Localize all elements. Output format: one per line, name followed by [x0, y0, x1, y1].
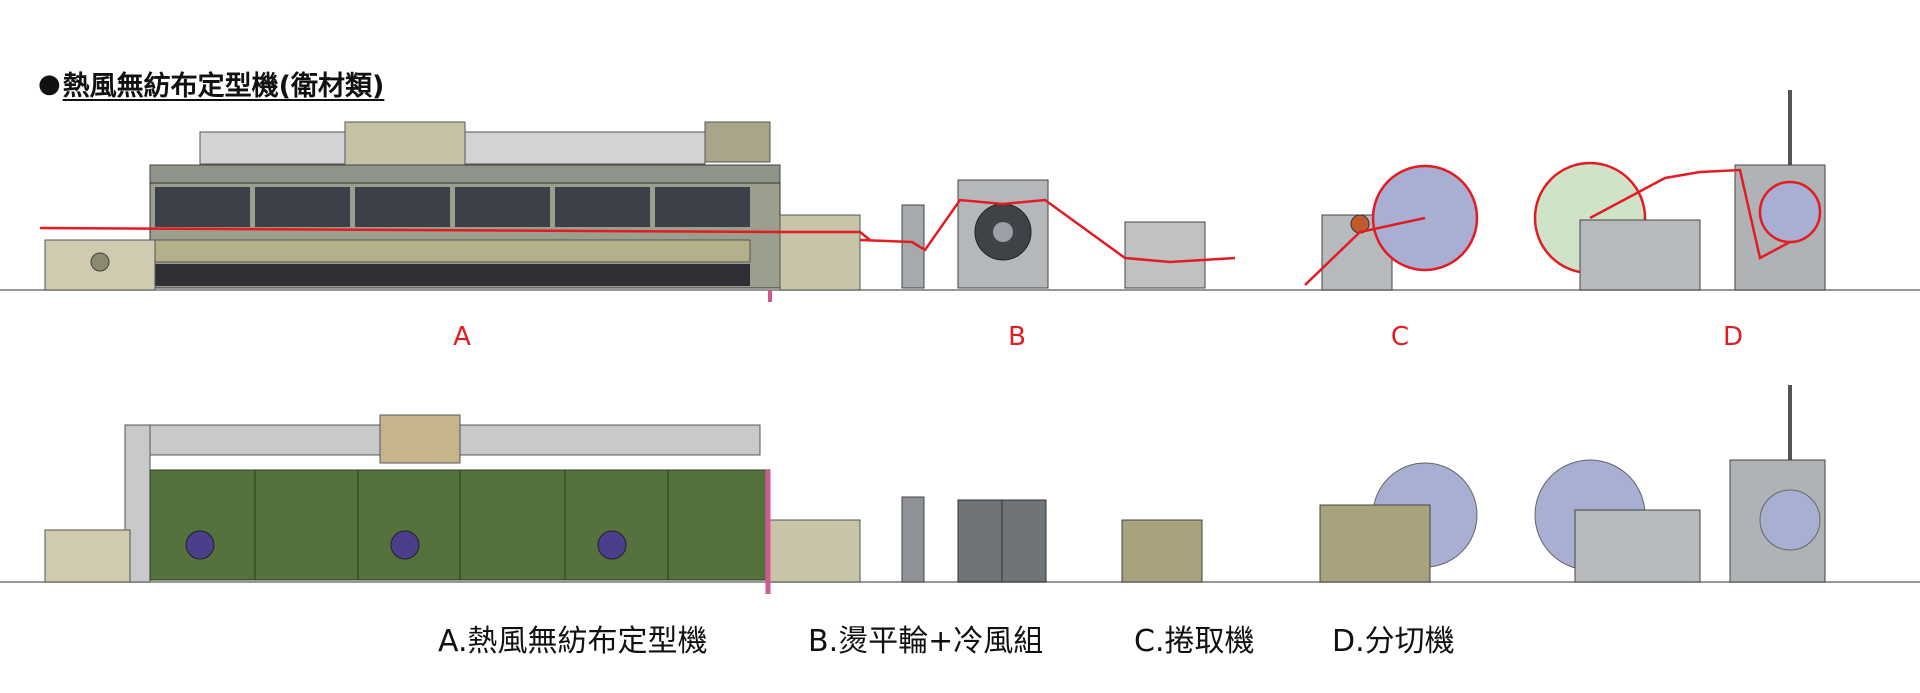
oven-port-1: [185, 530, 215, 560]
page-title: ● 熱風無紡布定型機(衛材類): [38, 64, 384, 103]
section-tag-b: B: [1008, 322, 1026, 352]
oven-port-3: [597, 530, 627, 560]
oven-port-2: [390, 530, 420, 560]
rewind-roll: [1758, 180, 1822, 244]
feed-frame-bottom: [44, 529, 131, 583]
machine-d-bottom: [1534, 385, 1826, 583]
duct-fan: [344, 121, 466, 171]
slitter-frame: [1579, 219, 1701, 291]
rewind-roll-bottom: [1759, 489, 1821, 551]
section-tag-a: A: [453, 322, 471, 352]
machine-c-bottom: [1319, 462, 1478, 583]
oven-window-4: [455, 187, 550, 227]
slitter-body: [1574, 509, 1701, 583]
section-tag-c: C: [1390, 322, 1410, 352]
cooling-unit: [901, 204, 925, 289]
oven-base: [155, 264, 750, 286]
calender-hub: [993, 222, 1013, 242]
oven-window-3: [355, 187, 450, 227]
machine-b-top: [859, 179, 1236, 289]
bullet-icon: ●: [38, 68, 61, 99]
cooling-table-bottom: [1121, 519, 1203, 583]
machine-c-top: [1304, 164, 1479, 291]
machine-d-top: [1533, 90, 1826, 291]
oven-window-1: [155, 187, 250, 227]
oven-lower: [154, 239, 751, 263]
web-path-b: [859, 198, 1236, 264]
oven-window-5: [555, 187, 650, 227]
duct-elbow: [704, 121, 771, 163]
caption-c: C.捲取機: [1134, 624, 1255, 659]
cooling-table: [1124, 221, 1206, 289]
cooling-unit-bottom: [901, 496, 925, 583]
web-path-d: [1589, 168, 1791, 260]
machine-a-top: [39, 121, 871, 302]
winder-body: [1319, 504, 1431, 583]
top-row-drawing: [0, 90, 1920, 302]
feed-roller: [90, 252, 110, 272]
web-path-c: [1304, 216, 1426, 286]
machine-b-bottom: [901, 496, 1203, 583]
bottom-row-drawing: [0, 385, 1920, 594]
oven-window-6: [655, 187, 750, 227]
web-path-a: [39, 226, 871, 241]
oven-roof: [149, 164, 781, 184]
exit-frame: [779, 214, 861, 291]
section-tag-d: D: [1722, 322, 1744, 352]
caption-a: A.熱風無紡布定型機: [438, 624, 708, 659]
title-text: 熱風無紡布定型機(衛材類): [62, 71, 385, 102]
caption-b: B.燙平輪+冷風組: [808, 624, 1044, 659]
caption-d: D.分切機: [1332, 624, 1455, 659]
oven-window-2: [255, 187, 350, 227]
exit-frame-bottom: [769, 519, 861, 583]
duct-fan-bottom: [379, 414, 461, 464]
machine-a-bottom: [44, 414, 861, 594]
